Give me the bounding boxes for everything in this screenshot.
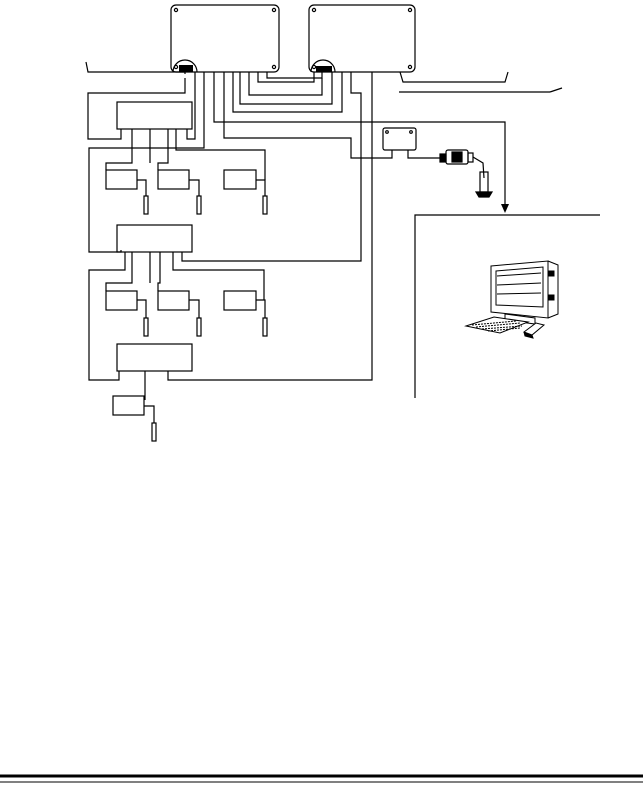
sensor-box: [223, 169, 257, 190]
probe-icon: [196, 195, 202, 215]
sensor-box: [157, 169, 190, 190]
device-group-1: [105, 129, 268, 215]
sensor-box: [112, 395, 145, 416]
sensor-box: [105, 169, 138, 190]
plug-connector-icon: [439, 149, 494, 198]
computer-monitor-icon: [490, 260, 559, 325]
sensor-box: [157, 290, 190, 311]
footer-rule: [0, 774, 643, 783]
keyboard-icon: [464, 316, 530, 334]
controller-panel-right: [308, 4, 416, 73]
arrow-down-icon: [501, 204, 509, 213]
device-group-3: [112, 371, 157, 442]
probe-icon: [262, 317, 268, 337]
probe-icon: [151, 422, 157, 442]
device-group-2: [88, 252, 268, 381]
workstation-area: [414, 214, 600, 398]
controller-panel-left: [170, 4, 280, 73]
connector-block-icon: [179, 65, 193, 72]
hub-2: [116, 72, 362, 262]
mouse-icon: [522, 322, 546, 339]
probe-icon: [262, 195, 268, 215]
connector-block-icon: [316, 66, 332, 72]
probe-icon: [143, 317, 149, 337]
sensor-box: [105, 290, 138, 311]
probe-icon: [196, 317, 202, 337]
panel-left-wires: [213, 72, 506, 206]
top-wires: [85, 61, 563, 93]
relay-box: [382, 127, 440, 159]
hub-3: [116, 72, 373, 381]
sensor-box: [223, 290, 257, 311]
probe-icon: [143, 195, 149, 215]
